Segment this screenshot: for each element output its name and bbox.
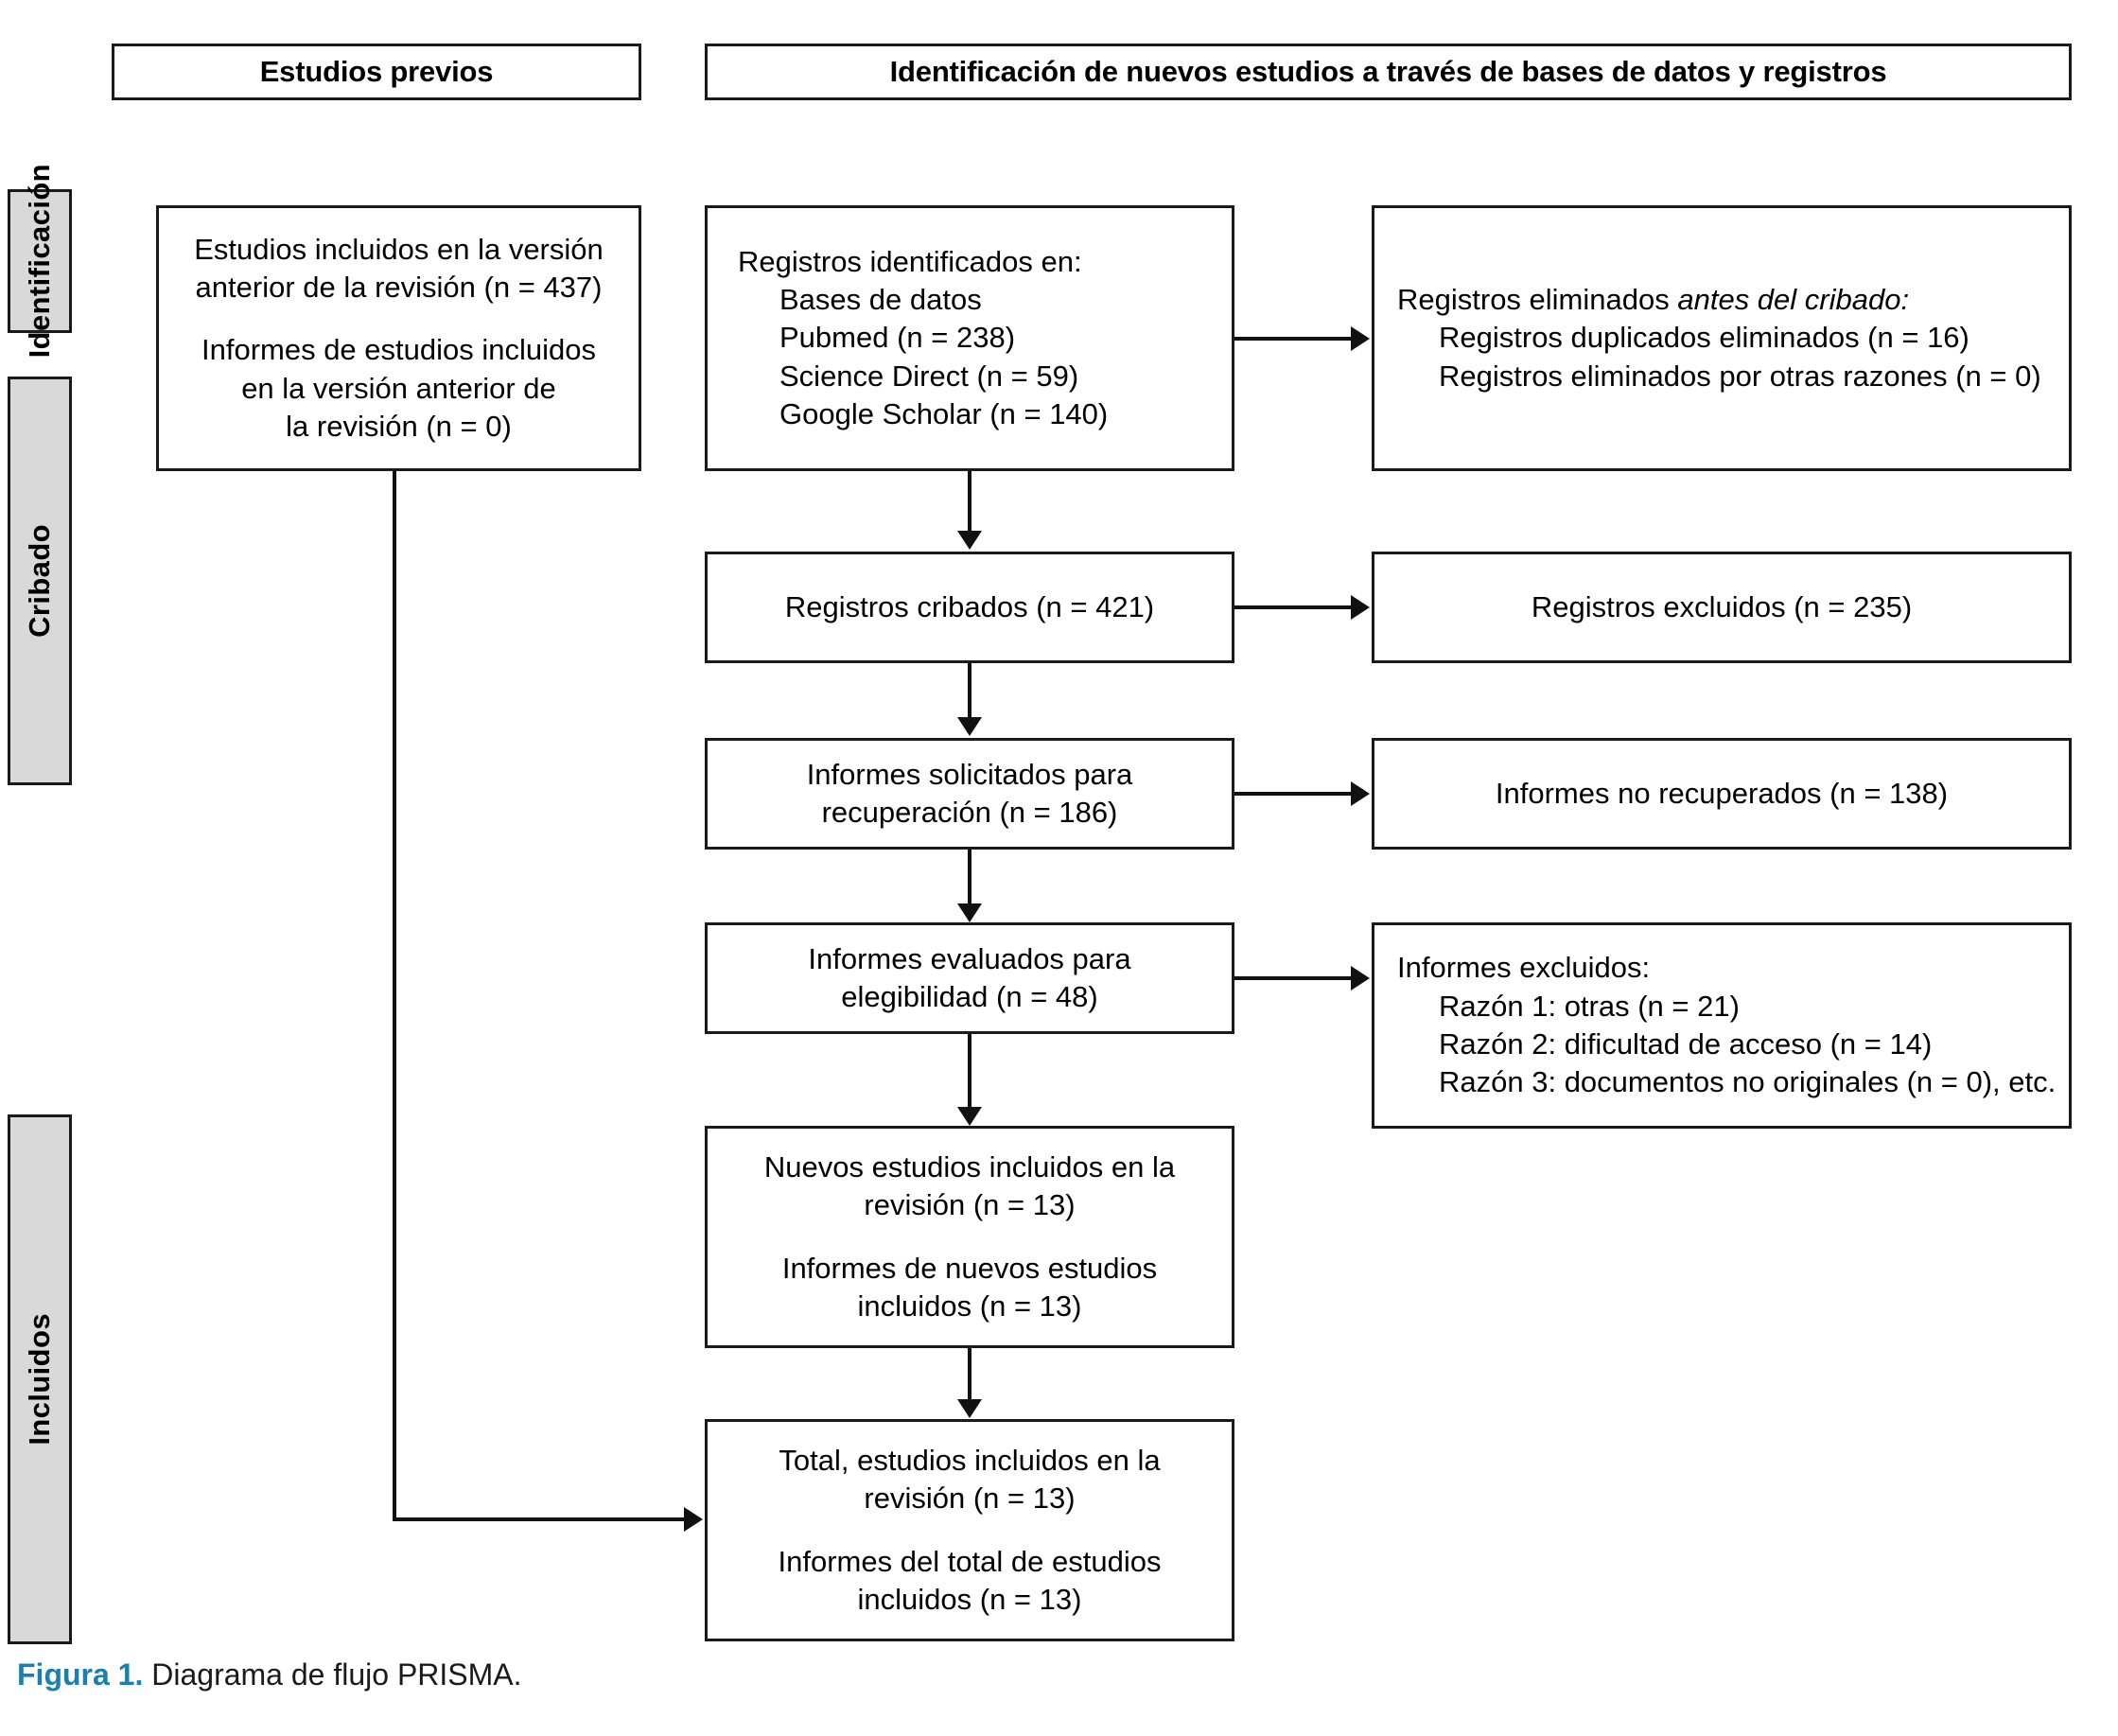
total-studies-line-4: incluidos (n = 13)	[857, 1582, 1082, 1616]
new-studies-group-1: Nuevos estudios incluidos en la revisión…	[764, 1149, 1175, 1225]
previous-studies-group-1: Estudios incluidos en la versión anterio…	[194, 231, 604, 307]
connector-sought-to-not-retrieved	[1234, 792, 1353, 796]
records-screened-line-1: Registros cribados (n = 421)	[784, 589, 1155, 623]
box-records-removed: Registros eliminados antes del cribado: …	[1372, 205, 2072, 471]
stage-label-incluidos-text: Incluidos	[23, 1313, 56, 1446]
connector-new-studies-to-total	[968, 1348, 971, 1402]
box-reports-not-retrieved: Informes no recuperados (n = 138)	[1372, 738, 2072, 850]
connector-assessed-to-excluded	[1234, 976, 1353, 980]
previous-studies-line-4: en la versión anterior de	[241, 371, 556, 405]
stage-label-incluidos: Incluidos	[8, 1114, 72, 1644]
arrow-new-studies-to-total	[957, 1399, 982, 1418]
reports-excluded-list: Informes excluidos: Razón 1: otras (n = …	[1397, 949, 2056, 1101]
new-studies-line-2: revisión (n = 13)	[864, 1188, 1076, 1222]
arrow-assessed-to-excluded	[1351, 966, 1370, 991]
previous-studies-line-5: la revisión (n = 0)	[286, 409, 512, 443]
box-previous-studies: Estudios incluidos en la versión anterio…	[156, 205, 641, 471]
records-identified-item-4: Google Scholar (n = 140)	[779, 396, 1109, 430]
figure-caption-text: Diagrama de flujo PRISMA.	[143, 1657, 522, 1692]
banner-identification: Identificación de nuevos estudios a trav…	[705, 44, 2072, 100]
records-identified-list: Registros identificados en: Bases de dat…	[738, 243, 1108, 433]
total-studies-line-3: Informes del total de estudios	[778, 1544, 1162, 1578]
arrow-assessed-to-new-studies	[957, 1107, 982, 1126]
arrow-sought-to-assessed	[957, 903, 982, 922]
reports-assessed-line-1: Informes evaluados para	[808, 941, 1131, 975]
records-removed-header-italic: antes del cribado:	[1677, 283, 1910, 317]
figure-caption-label: Figura 1.	[17, 1657, 144, 1692]
box-records-identified: Registros identificados en: Bases de dat…	[705, 205, 1234, 471]
stage-label-cribado: Cribado	[8, 377, 72, 785]
banner-previous-studies: Estudios previos	[112, 44, 641, 100]
reports-excluded-item-3: Razón 3: documentos no originales (n = 0…	[1439, 1065, 2057, 1099]
reports-excluded-item-1: Razón 1: otras (n = 21)	[1439, 989, 1740, 1023]
previous-studies-line-3: Informes de estudios incluidos	[201, 333, 596, 367]
connector-previous-to-total-vertical	[393, 471, 396, 1521]
total-studies-line-2: revisión (n = 13)	[864, 1482, 1076, 1516]
connector-assessed-to-new-studies	[968, 1034, 971, 1109]
connector-screened-to-sought	[968, 663, 971, 721]
arrow-screened-to-excluded	[1351, 595, 1370, 620]
connector-identified-to-screened	[968, 471, 971, 533]
new-studies-line-1: Nuevos estudios incluidos en la	[763, 1149, 1176, 1184]
arrow-screened-to-sought	[957, 717, 982, 736]
stage-label-identificacion: Identificación	[8, 164, 72, 359]
records-identified-header: Registros identificados en:	[738, 244, 1082, 278]
arrow-identified-to-removed	[1351, 326, 1370, 351]
connector-screened-to-excluded	[1234, 605, 1353, 609]
records-removed-header: Registros eliminados antes del cribado:	[1397, 281, 2041, 319]
new-studies-line-4: incluidos (n = 13)	[857, 1289, 1082, 1323]
box-new-studies-included: Nuevos estudios incluidos en la revisión…	[705, 1126, 1234, 1348]
arrow-sought-to-not-retrieved	[1351, 781, 1370, 806]
arrow-identified-to-screened	[957, 531, 982, 550]
connector-sought-to-assessed	[968, 850, 971, 905]
connector-identified-to-removed	[1234, 337, 1353, 341]
box-reports-sought: Informes solicitados para recuperación (…	[705, 738, 1234, 850]
figure-caption: Figura 1. Diagrama de flujo PRISMA.	[17, 1657, 522, 1692]
reports-sought-line-2: recuperación (n = 186)	[821, 796, 1118, 829]
reports-excluded-item-2: Razón 2: dificultad de acceso (n = 14)	[1439, 1027, 1933, 1061]
previous-studies-line-1: Estudios incluidos en la versión	[194, 232, 604, 266]
box-reports-excluded: Informes excluidos: Razón 1: otras (n = …	[1372, 922, 2072, 1129]
box-records-excluded: Registros excluidos (n = 235)	[1372, 552, 2072, 663]
records-removed-list: Registros eliminados antes del cribado: …	[1397, 281, 2041, 395]
new-studies-group-2: Informes de nuevos estudios incluidos (n…	[782, 1250, 1157, 1326]
reports-excluded-header: Informes excluidos:	[1397, 951, 1651, 985]
records-removed-item-2: Registros eliminados por otras razones (…	[1439, 359, 2041, 393]
new-studies-line-3: Informes de nuevos estudios	[781, 1251, 1158, 1285]
stage-label-cribado-text: Cribado	[23, 524, 56, 638]
total-studies-line-1: Total, estudios incluidos en la	[779, 1443, 1161, 1477]
records-identified-item-2: Pubmed (n = 238)	[779, 321, 1016, 355]
box-reports-assessed: Informes evaluados para elegibilidad (n …	[705, 922, 1234, 1034]
connector-previous-to-total-horizontal	[393, 1517, 688, 1521]
box-records-screened: Registros cribados (n = 421)	[705, 552, 1234, 663]
previous-studies-line-2: anterior de la revisión (n = 437)	[195, 271, 603, 305]
reports-not-retrieved-line-1: Informes no recuperados (n = 138)	[1495, 776, 1949, 810]
total-studies-group-1: Total, estudios incluidos en la revisión…	[779, 1442, 1160, 1518]
records-excluded-line-1: Registros excluidos (n = 235)	[1531, 589, 1913, 623]
records-identified-item-1: Bases de datos	[779, 283, 982, 317]
stage-label-identificacion-text: Identificación	[23, 164, 56, 359]
reports-sought-line-1: Informes solicitados para	[806, 757, 1133, 791]
reports-assessed-line-2: elegibilidad (n = 48)	[841, 980, 1098, 1013]
banner-previous-studies-label: Estudios previos	[259, 55, 494, 88]
records-identified-item-3: Science Direct (n = 59)	[779, 359, 1079, 393]
banner-identification-label: Identificación de nuevos estudios a trav…	[889, 55, 1887, 88]
total-studies-group-2: Informes del total de estudios incluidos…	[779, 1543, 1162, 1620]
records-removed-item-1: Registros duplicados eliminados (n = 16)	[1439, 321, 1969, 355]
box-total-studies-included: Total, estudios incluidos en la revisión…	[705, 1419, 1234, 1641]
arrow-previous-to-total	[684, 1507, 703, 1532]
previous-studies-group-2: Informes de estudios incluidos en la ver…	[201, 331, 596, 446]
records-removed-header-plain: Registros eliminados	[1397, 283, 1678, 317]
